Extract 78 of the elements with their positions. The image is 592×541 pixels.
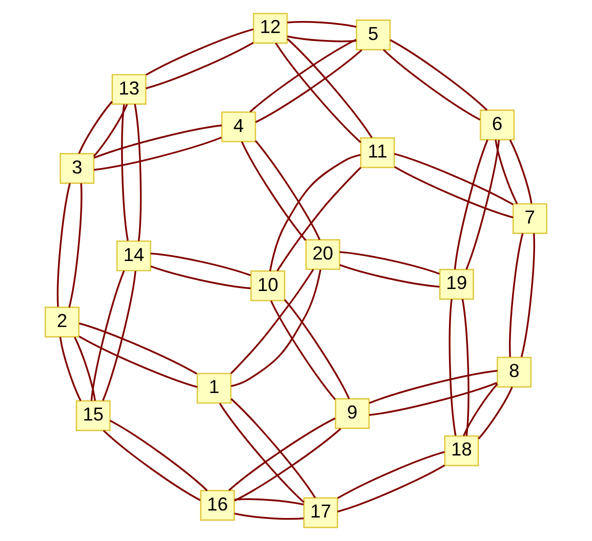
node-box: 17 <box>303 497 338 528</box>
node-box: 10 <box>250 270 286 302</box>
connector <box>150 266 251 290</box>
node-box: 20 <box>305 239 340 270</box>
node-box: 8 <box>496 356 532 388</box>
connector <box>250 38 356 112</box>
node-box: 15 <box>76 400 111 432</box>
connector <box>478 386 513 440</box>
connector <box>454 140 488 270</box>
connector <box>134 104 142 242</box>
connector <box>369 382 498 416</box>
node-box: 9 <box>334 398 370 429</box>
connector <box>369 370 498 404</box>
connector <box>286 38 373 138</box>
node-box: 5 <box>356 20 391 50</box>
connector <box>270 300 336 400</box>
connector <box>94 124 222 159</box>
node-box: 19 <box>439 268 474 300</box>
node-box: 11 <box>360 137 395 168</box>
connector <box>74 336 96 401</box>
connector <box>241 141 306 241</box>
connector <box>275 42 362 143</box>
connector <box>390 39 488 111</box>
connector <box>448 299 456 436</box>
connector <box>90 270 125 401</box>
connector <box>287 36 356 42</box>
connector <box>78 101 113 154</box>
connector <box>228 418 336 491</box>
node-box: 7 <box>512 203 548 234</box>
connector <box>340 264 440 288</box>
node-box: 14 <box>116 240 152 272</box>
node-box: 18 <box>444 435 479 466</box>
node-box: 6 <box>480 110 515 140</box>
connector <box>146 42 254 90</box>
connector <box>462 298 470 436</box>
connector <box>68 183 82 308</box>
connector <box>234 498 304 506</box>
connector <box>78 322 198 375</box>
connector <box>394 153 514 206</box>
node-box: 3 <box>60 153 94 184</box>
connector <box>234 512 304 520</box>
connector <box>102 430 201 501</box>
connector <box>337 464 445 512</box>
connector <box>255 49 362 123</box>
connector <box>146 28 254 76</box>
connector <box>394 166 514 218</box>
node-box: 13 <box>112 74 146 105</box>
node-box: 4 <box>221 111 256 142</box>
connector <box>94 136 222 171</box>
connector <box>230 268 314 374</box>
connector <box>59 336 82 402</box>
connector <box>494 140 518 204</box>
connector <box>509 233 524 357</box>
connector <box>230 398 316 498</box>
node-box: 1 <box>196 372 232 404</box>
connector <box>462 383 498 436</box>
connector <box>340 251 440 275</box>
connector <box>219 402 304 503</box>
connector <box>382 49 480 121</box>
connector <box>150 252 251 276</box>
connector <box>287 21 356 28</box>
connector <box>520 233 536 358</box>
connector <box>337 451 445 499</box>
connector <box>93 104 128 157</box>
connector <box>509 140 532 204</box>
connector <box>230 270 322 387</box>
node-box: 2 <box>44 306 80 338</box>
node-box: 16 <box>200 490 235 521</box>
connector <box>284 299 350 400</box>
connector <box>110 420 208 492</box>
connector <box>78 336 198 388</box>
connector <box>466 140 500 270</box>
connector <box>121 104 129 241</box>
node-box: 12 <box>252 12 288 44</box>
connector <box>254 140 320 240</box>
connector <box>102 270 136 401</box>
connector <box>56 183 71 307</box>
connector <box>234 428 342 502</box>
